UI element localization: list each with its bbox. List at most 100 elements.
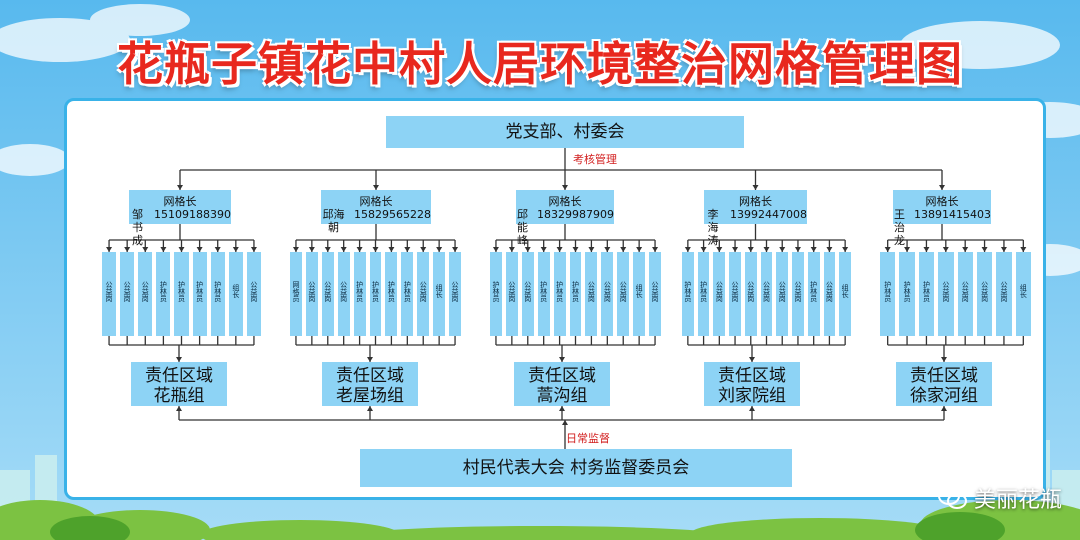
- member-role: 公益岗: [249, 280, 258, 302]
- grid-member-box: 公益岗: [996, 252, 1012, 336]
- member-role: 公益岗: [323, 280, 332, 302]
- grid-member-box: 网格员: [290, 252, 302, 336]
- grid-leader-box: 网格长 李海涛 13992447008: [704, 190, 807, 247]
- grid-member-box: 公益岗: [449, 252, 461, 336]
- grid-member-box: 公益岗: [957, 252, 973, 336]
- leader-name: 王治龙: [894, 208, 905, 247]
- grid-member-box: 公益岗: [120, 252, 135, 336]
- grid-member-box: 公益岗: [776, 252, 789, 336]
- member-role: 组长: [231, 284, 240, 298]
- member-arrow: [842, 247, 849, 252]
- leader-title: 网格长: [359, 195, 393, 208]
- member-role: 公益岗: [123, 280, 132, 302]
- member-arrow: [1000, 247, 1007, 252]
- grid-member-box: 公益岗: [760, 252, 773, 336]
- member-role: 护林员: [213, 280, 222, 302]
- member-arrow: [388, 247, 395, 252]
- grid-member-box: 组长: [433, 252, 446, 336]
- member-role: 组长: [1019, 284, 1028, 298]
- zone-arrow: [941, 357, 947, 362]
- grid-member-box: 公益岗: [585, 252, 598, 336]
- zone-up-arrow: [176, 406, 182, 411]
- member-arrow: [452, 247, 459, 252]
- grid-member-box: 公益岗: [138, 252, 153, 336]
- grid-member-box: 组长: [228, 252, 243, 336]
- grid-member-box: 护林员: [174, 252, 189, 336]
- member-arrow: [308, 247, 315, 252]
- member-role: 护林员: [571, 280, 580, 302]
- member-role: 公益岗: [980, 280, 989, 302]
- member-arrow: [356, 247, 363, 252]
- member-arrow: [700, 247, 707, 252]
- grid-member-box: 组长: [839, 252, 851, 336]
- member-role: 护林员: [177, 280, 186, 302]
- grid-member-box: 公益岗: [713, 252, 726, 336]
- member-arrow: [810, 247, 817, 252]
- member-role: 公益岗: [762, 280, 771, 302]
- grid-leader-box: 网格长 邱能峰 18329987909: [516, 190, 614, 247]
- leader-arrow: [373, 185, 379, 190]
- zone-name: 徐家河组: [910, 386, 978, 406]
- leader-title: 网格长: [163, 195, 197, 208]
- zone-name: 老屋场组: [336, 386, 404, 406]
- member-role: 护林员: [403, 280, 412, 302]
- zone-arrow: [176, 357, 182, 362]
- grid-member-box: 护林员: [697, 252, 710, 336]
- grid-member-box: 公益岗: [337, 252, 350, 336]
- grid-member-box: 公益岗: [321, 252, 334, 336]
- member-arrow: [178, 247, 185, 252]
- watermark-text: 美丽花瓶: [973, 488, 1062, 513]
- member-role: 公益岗: [941, 280, 950, 302]
- grid-leader-box: 网格长 王治龙 13891415403: [893, 190, 991, 247]
- member-role: 网格员: [291, 280, 300, 302]
- member-role: 组长: [841, 284, 850, 298]
- grid-member-box: 护林员: [553, 252, 566, 336]
- zone-label: 责任区域: [718, 366, 786, 386]
- leader-phone: 18329987909: [537, 208, 614, 221]
- member-arrow: [372, 247, 379, 252]
- zone-name: 蒿沟组: [536, 386, 588, 406]
- member-arrow: [232, 247, 239, 252]
- member-role: 护林员: [883, 280, 892, 302]
- responsibility-zone-box: 责任区域 花瓶组: [131, 362, 227, 406]
- grid-member-box: 公益岗: [744, 252, 757, 336]
- member-arrow: [732, 247, 739, 252]
- leader-title: 网格长: [925, 195, 959, 208]
- grid-member-box: 公益岗: [729, 252, 741, 336]
- responsibility-zone-box: 责任区域 老屋场组: [322, 362, 418, 406]
- member-role: 护林员: [699, 280, 708, 302]
- member-role: 护林员: [355, 280, 364, 302]
- leader-phone: 13992447008: [730, 208, 807, 221]
- member-arrow: [404, 247, 411, 252]
- grid-member-box: 护林员: [369, 252, 382, 336]
- grid-member-box: 公益岗: [792, 252, 804, 336]
- grid-member-box: 护林员: [210, 252, 225, 336]
- zone-name: 刘家院组: [718, 386, 786, 406]
- bottom-up-arrow: [562, 420, 568, 425]
- member-role: 公益岗: [961, 280, 970, 302]
- grid-member-box: 护林员: [156, 252, 171, 336]
- leader-title: 网格长: [739, 195, 772, 208]
- top-annotation: 考核管理: [573, 153, 617, 166]
- member-role: 公益岗: [825, 280, 834, 302]
- member-arrow: [324, 247, 331, 252]
- leader-name: 李海涛: [707, 208, 719, 247]
- member-role: 护林员: [387, 280, 396, 302]
- grid-member-box: 护林员: [569, 252, 582, 336]
- zone-arrow: [559, 357, 565, 362]
- member-role: 护林员: [809, 280, 818, 302]
- leader-arrow: [177, 185, 183, 190]
- member-arrow: [716, 247, 723, 252]
- member-arrow: [250, 247, 257, 252]
- member-arrow: [747, 247, 754, 252]
- grid-member-box: 护林员: [682, 252, 694, 336]
- member-role: 护林员: [371, 280, 380, 302]
- grid-member-box: 护林员: [807, 252, 820, 336]
- leader-phone: 15109188390: [154, 208, 231, 221]
- member-arrow: [124, 247, 131, 252]
- leader-name: 邱能峰: [517, 208, 528, 247]
- member-arrow: [588, 247, 595, 252]
- member-role: 公益岗: [523, 280, 532, 302]
- member-arrow: [826, 247, 833, 252]
- top-org-box: 党支部、村委会: [386, 116, 744, 148]
